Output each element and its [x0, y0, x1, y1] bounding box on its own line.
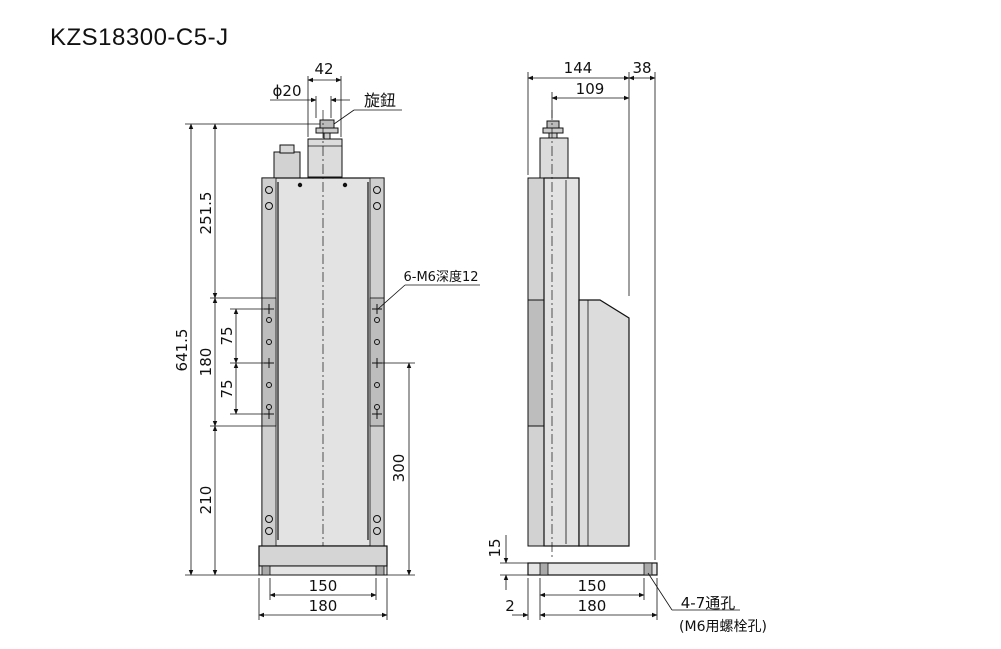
dim-stroke: 300: [390, 454, 408, 483]
side-upper-rail: [527, 177, 545, 301]
dim-top-width: 42: [314, 60, 333, 78]
front-dimensions: [185, 76, 480, 620]
side-slider: [527, 299, 545, 427]
coupling-block: [307, 138, 343, 178]
label-mount-holes: 6-M6深度12: [404, 269, 479, 285]
side-body: [543, 177, 580, 547]
side-lower-rail: [527, 425, 545, 547]
label-through-holes-note: (M6用螺栓孔): [679, 619, 767, 635]
front-base-plate: [258, 565, 388, 576]
dim-base-thickness: 15: [486, 538, 504, 557]
dim-knob-offset: 109: [576, 80, 605, 98]
dim-pitch-b: 75: [218, 379, 236, 398]
page-title: KZS18300-C5-J: [50, 24, 229, 51]
side-dimensions: [500, 72, 740, 620]
label-knob: 旋鈕: [364, 91, 396, 110]
dim-base-step: 2: [505, 597, 515, 615]
dim-side-base-width: 180: [578, 597, 607, 615]
dim-pitch-a: 75: [218, 326, 236, 345]
dim-upper: 251.5: [197, 192, 215, 235]
side-view: [527, 110, 658, 576]
dim-front-base-width: 180: [309, 597, 338, 615]
dim-front-hole-pitch: 150: [309, 577, 338, 595]
sensor-box: [273, 144, 301, 179]
front-view: [258, 110, 388, 576]
side-bracket: [578, 299, 630, 547]
side-coupling: [539, 137, 569, 179]
dim-knob-dia: ϕ20: [273, 82, 302, 100]
dim-middle: 180: [197, 348, 215, 377]
side-knob-icon: [542, 120, 564, 139]
dim-side-hole-pitch: 150: [578, 577, 607, 595]
dim-total-height: 641.5: [173, 329, 191, 372]
front-base: [258, 545, 388, 567]
dim-offset: 38: [632, 59, 651, 77]
side-base: [527, 562, 658, 576]
bolt-holes-front: [265, 186, 381, 535]
dim-depth: 144: [564, 59, 593, 77]
knob-icon: [315, 119, 339, 140]
label-through-holes: 4-7通孔: [681, 594, 736, 612]
dim-lower: 210: [197, 486, 215, 515]
